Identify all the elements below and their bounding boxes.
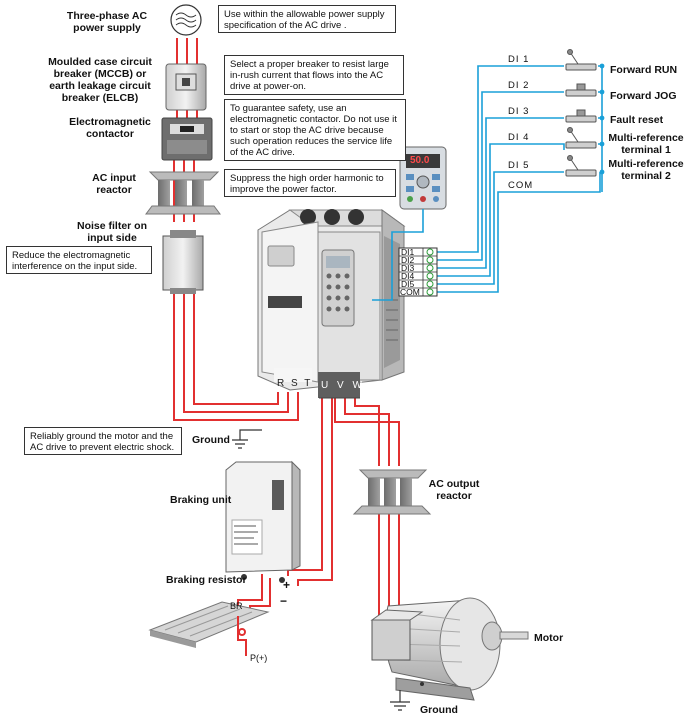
- func-forward-jog: Forward JOG: [610, 90, 677, 102]
- term-di4: DI4: [401, 271, 415, 281]
- wire-label-com: COM: [508, 180, 534, 191]
- keypad-display: 50.0: [410, 155, 430, 166]
- braking-unit-label: Braking unit: [170, 494, 232, 506]
- input-reactor-label: AC input reactor: [92, 172, 136, 196]
- mccb-label: Moulded case circuit breaker (MCCB) or e…: [48, 56, 152, 104]
- motor-device: [370, 597, 529, 701]
- output-reactor-label: AC output reactor: [428, 478, 480, 502]
- func-multi-ref-2: Multi-reference terminal 2: [608, 158, 684, 182]
- term-di3: DI3: [401, 263, 415, 273]
- output-reactor-device: [352, 469, 432, 515]
- ac-source-symbol: [170, 4, 202, 36]
- signal-junctions: [599, 63, 605, 175]
- ground-mid-label: Ground: [192, 434, 230, 446]
- p-plus-terminal-label: P(+): [250, 653, 268, 663]
- br-terminal-label: BR: [230, 601, 243, 611]
- wire-label-di3: DI 3: [508, 106, 530, 117]
- note-breaker: Select a proper breaker to resist large …: [224, 55, 404, 95]
- noise-filter-device: [162, 230, 204, 294]
- note-ground: Reliably ground the motor and the AC dri…: [24, 427, 182, 455]
- output-terminals-label: U V W: [321, 380, 365, 391]
- term-com: COM: [400, 287, 420, 297]
- terminal-block: [398, 247, 438, 297]
- contactor-device: [161, 117, 213, 161]
- ground-symbol-mid: [232, 429, 262, 449]
- signal-wires: [436, 65, 603, 293]
- wire-label-di5: DI 5: [508, 160, 530, 171]
- braking-resistor-device: [148, 601, 270, 648]
- noise-filter-label: Noise filter on input side: [76, 220, 147, 244]
- term-di1: DI1: [401, 247, 415, 257]
- mccb-breaker: [165, 63, 207, 111]
- ac-drive-unit: [257, 209, 406, 399]
- note-reactor: Suppress the high order harmonic to impr…: [224, 169, 396, 197]
- ground-symbol-bottom: [390, 690, 410, 711]
- note-filter: Reduce the electromagnetic interference …: [6, 246, 152, 274]
- resistor-leads: [237, 616, 247, 656]
- wire-label-di2: DI 2: [508, 80, 530, 91]
- ground-bottom-label: Ground: [420, 704, 458, 716]
- input-reactor-device: [145, 171, 221, 215]
- keypad-cable: [372, 209, 424, 301]
- note-power-supply: Use within the allowable power supply sp…: [218, 5, 396, 33]
- input-terminals-label: R S T: [277, 378, 313, 389]
- term-di5: DI5: [401, 279, 415, 289]
- wire-label-di4: DI 4: [508, 132, 530, 143]
- power-supply-label: Three-phase AC power supply: [66, 10, 148, 34]
- wire-label-di1: DI 1: [508, 54, 530, 65]
- note-contactor: To guarantee safety, use an electromagne…: [224, 99, 406, 161]
- switch-icons: [565, 49, 597, 177]
- minus-terminal-sign: −: [280, 594, 288, 608]
- braking-resistor-label: Braking resistor: [166, 574, 247, 586]
- func-multi-ref-1: Multi-reference terminal 1: [608, 132, 684, 156]
- braking-unit-device: [225, 460, 301, 583]
- plus-terminal-sign: +: [283, 578, 291, 592]
- keypad-device: [399, 146, 447, 210]
- term-di2: DI2: [401, 255, 415, 265]
- output-power-wires: [237, 396, 400, 630]
- contactor-label: Electromagnetic contactor: [69, 116, 151, 140]
- func-fault-reset: Fault reset: [610, 114, 664, 126]
- motor-label: Motor: [534, 632, 564, 644]
- func-forward-run: Forward RUN: [610, 64, 678, 76]
